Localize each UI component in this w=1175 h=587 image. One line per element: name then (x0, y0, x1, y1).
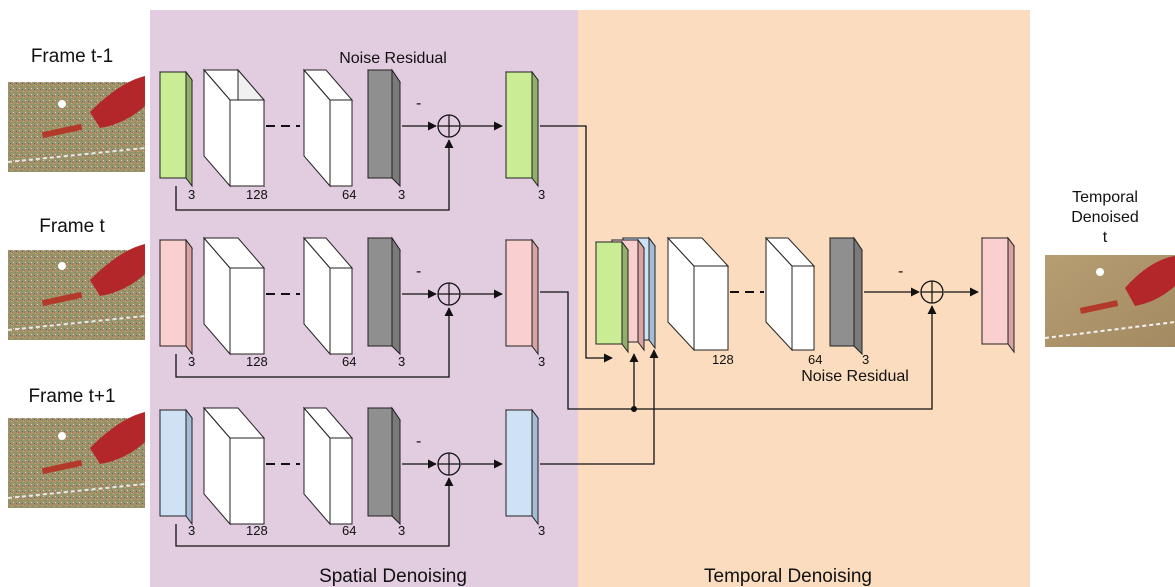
ch-64-next: 64 (342, 523, 356, 538)
ch-res-prev: 3 (398, 187, 405, 202)
ch-out-prev: 3 (538, 187, 545, 202)
temporal-ch-res: 3 (862, 352, 869, 367)
output-label-line2: Denoised (1071, 209, 1139, 226)
temporal-ch-64: 64 (808, 352, 822, 367)
frame-curr-label: Frame t (39, 216, 105, 237)
temporal-stack (595, 236, 656, 354)
residual-layer-curr (367, 237, 393, 347)
spatial-denoising-label: Spatial Denoising (319, 566, 467, 587)
ch-out-next: 3 (538, 523, 545, 538)
spatial-row-curr: - 3 128 64 3 3 (159, 236, 545, 378)
ch-64-prev: 64 (342, 187, 356, 202)
minus-sign-next: - (416, 433, 421, 450)
spatial-noise-residual-title: Noise Residual (339, 50, 447, 67)
temporal-noise-residual-label: Noise Residual (801, 368, 909, 385)
spatial-row-next: - 3 128 64 3 3 (159, 406, 545, 547)
ch-in-prev: 3 (188, 187, 195, 202)
output-denoised-image (1044, 255, 1175, 347)
ch-res-curr: 3 (398, 354, 405, 369)
input-layer-curr (159, 239, 187, 347)
ch-in-next: 3 (188, 523, 195, 538)
ch-res-next: 3 (398, 523, 405, 538)
output-label-line3: t (1103, 229, 1108, 246)
frame-prev-image (7, 76, 146, 172)
ch-in-curr: 3 (188, 354, 195, 369)
minus-sign-prev: - (416, 95, 421, 112)
spatial-output-next (505, 409, 533, 517)
temporal-network: - 128 64 3 Noise Residual (666, 236, 1015, 385)
input-layer-next (159, 409, 187, 517)
temporal-residual-layer (829, 237, 855, 347)
ch-out-curr: 3 (538, 354, 545, 369)
frame-prev-label: Frame t-1 (31, 46, 113, 67)
ch-128-curr: 128 (246, 354, 268, 369)
temporal-output-layer (981, 237, 1009, 345)
frame-next-image (7, 412, 146, 508)
residual-layer-next (367, 407, 393, 517)
ch-128-next: 128 (246, 523, 268, 538)
temporal-denoising-label: Temporal Denoising (704, 566, 872, 587)
spatial-output-curr (505, 239, 533, 347)
temporal-minus-sign: - (898, 263, 903, 280)
frame-curr-image (7, 244, 146, 340)
spatial-row-prev: - 3 128 64 3 3 (159, 68, 545, 211)
ch-128-prev: 128 (246, 187, 268, 202)
temporal-ch-128: 128 (712, 352, 734, 367)
output-label-line1: Temporal (1072, 189, 1138, 206)
frame-next-label: Frame t+1 (28, 386, 115, 407)
minus-sign-curr: - (416, 263, 421, 280)
ch-64-curr: 64 (342, 354, 356, 369)
cross-stage-connections (540, 125, 937, 465)
